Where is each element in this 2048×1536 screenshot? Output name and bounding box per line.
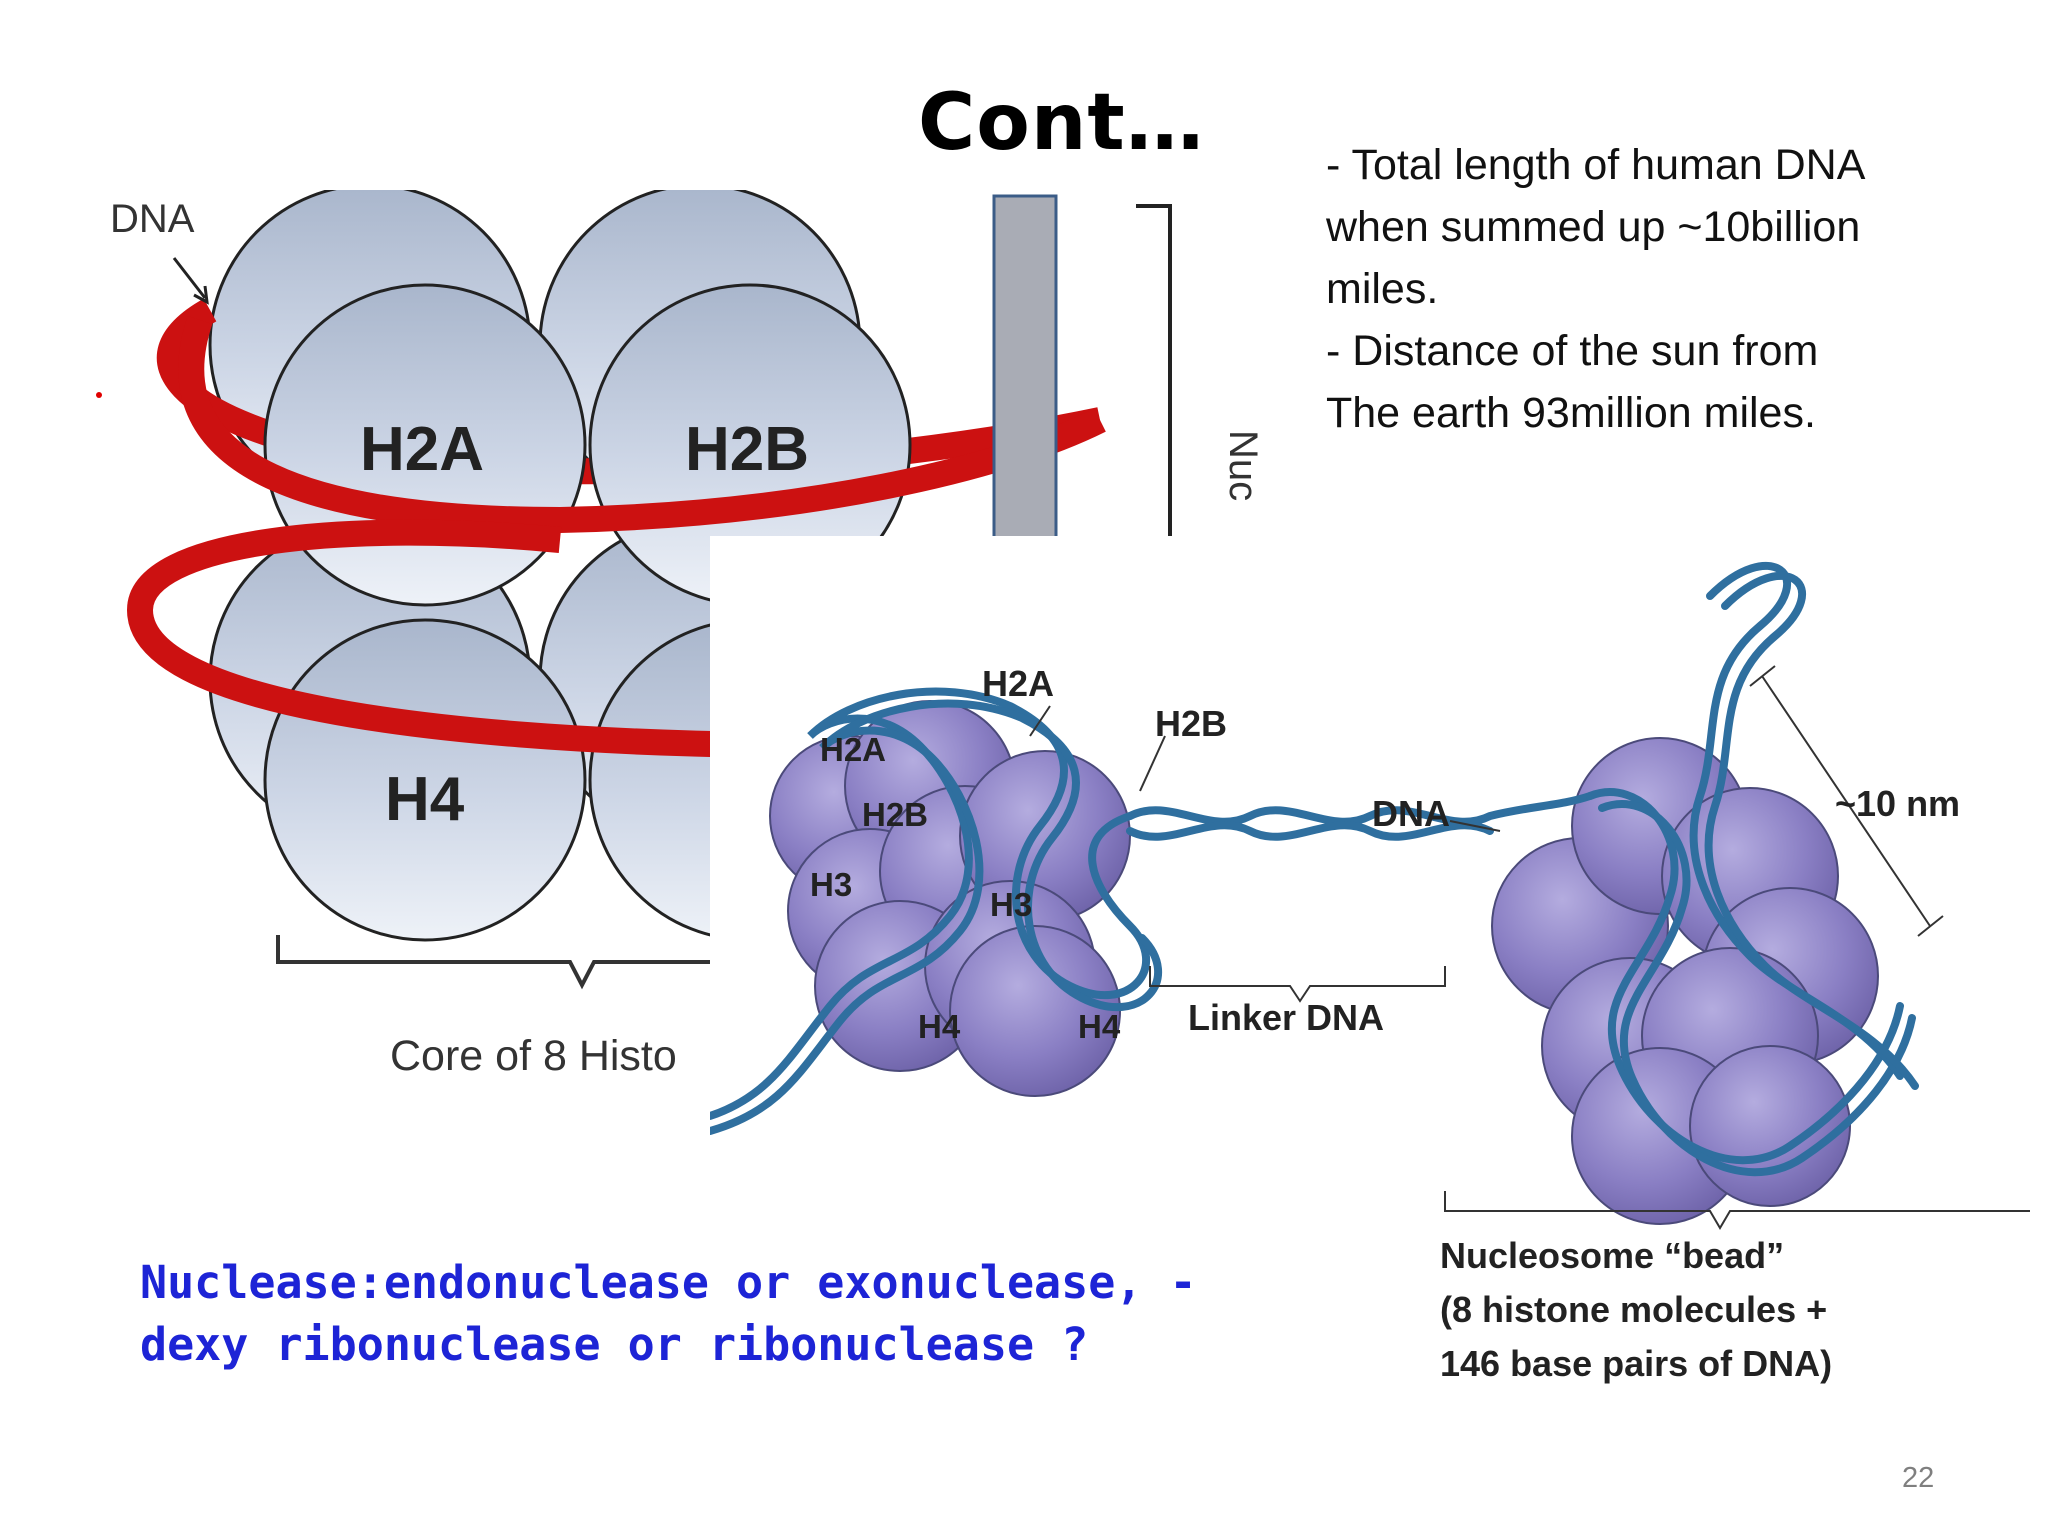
fact-line: miles. [1326, 265, 1439, 313]
caption-line-1: Nucleosome “bead” [1440, 1235, 1784, 1276]
histone-h2b-left: H2B [685, 415, 809, 484]
label-size: ~10 nm [1835, 783, 1960, 824]
label-h3-center: H3 [990, 886, 1032, 923]
fact-line: The earth 93million miles. [1326, 389, 1816, 437]
label-h4-right: H4 [1078, 1008, 1121, 1045]
dna-label-left: DNA [110, 197, 195, 241]
nucleosome-diagram: H2A H2A H2B H2B H3 H3 H4 H4 DNA ~10 nm L… [710, 536, 2030, 1416]
fact-line: - Distance of the sun from [1326, 327, 1819, 375]
bullet-dot [96, 392, 102, 398]
label-linker-dna: Linker DNA [1188, 997, 1384, 1038]
question-line: Nuclease:endonuclease or exonuclease, - [140, 1256, 1197, 1309]
label-h2a-top: H2A [982, 663, 1054, 704]
page-number: 22 [1902, 1462, 1935, 1494]
nucleosome-side-label: Nuc [1221, 430, 1265, 501]
caption-line-3: 146 base pairs of DNA) [1440, 1343, 1832, 1384]
histone-h2a-left: H2A [360, 415, 484, 484]
label-h2b-inner: H2B [862, 796, 928, 833]
question-line: dexy ribonuclease or ribonuclease ? [140, 1318, 1089, 1371]
label-h2b-right: H2B [1155, 703, 1227, 744]
nuclease-question: Nuclease:endonuclease or exonuclease, - … [140, 1252, 1197, 1376]
slide-title: Cont… [918, 78, 1205, 168]
label-dna-right: DNA [1372, 793, 1450, 834]
caption-line-2: (8 histone molecules + [1440, 1289, 1827, 1330]
facts-text: - Total length of human DNA when summed … [1326, 134, 2006, 444]
fact-line: when summed up ~10billion [1326, 203, 1861, 251]
label-h3-left: H3 [810, 866, 852, 903]
histone-h4-left: H4 [385, 765, 465, 834]
core-label: Core of 8 Histo [390, 1032, 677, 1080]
label-h4-left: H4 [918, 1008, 961, 1045]
label-h2a-left: H2A [820, 731, 886, 768]
fact-line: - Total length of human DNA [1326, 141, 1866, 189]
